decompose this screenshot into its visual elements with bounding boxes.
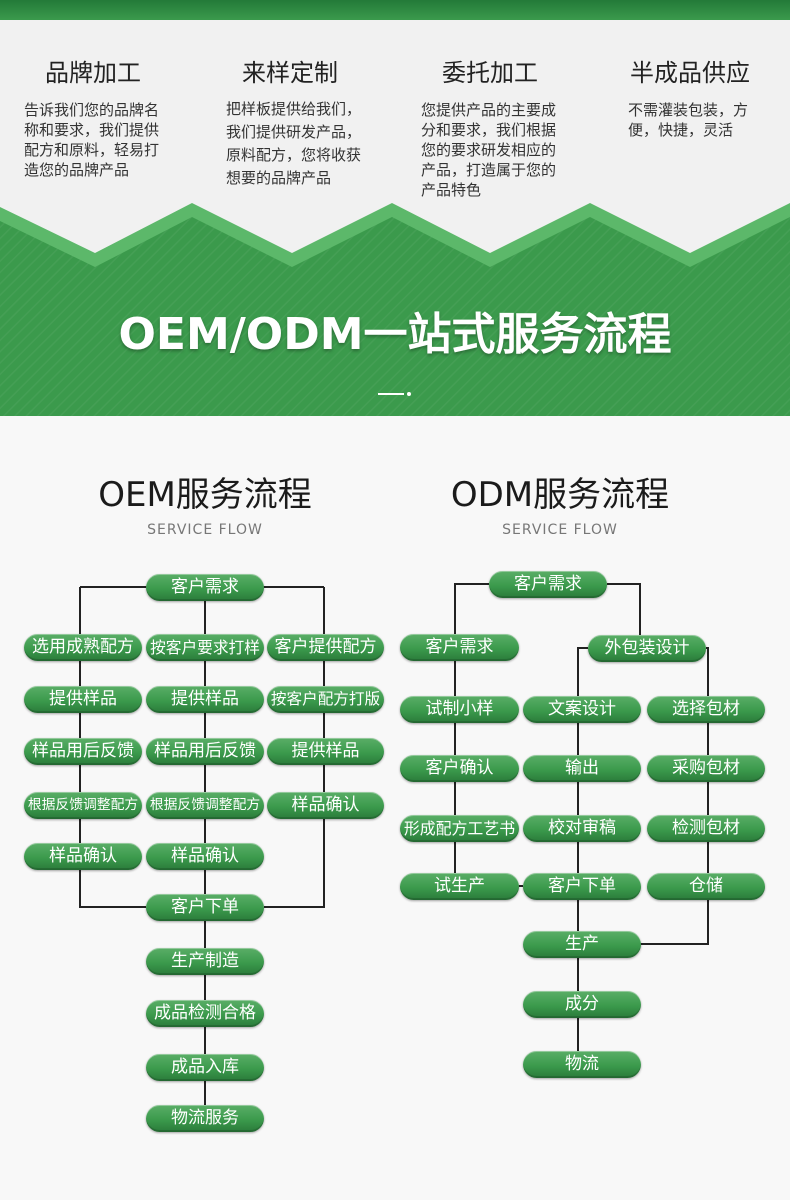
- oem-left-step-sample-feedback: 样品用后反馈: [24, 738, 142, 765]
- banner-divider: [378, 393, 404, 395]
- oem-step-customer-demand: 客户需求: [146, 574, 264, 601]
- oem-mid-step-sample-confirm: 样品确认: [146, 843, 264, 870]
- oem-left-step-provide-sample: 提供样品: [24, 686, 142, 713]
- service-desc-line: 您的要求研发相应的: [421, 141, 557, 159]
- service-desc-line: 您提供产品的主要成: [421, 101, 557, 119]
- oem-step-production: 生产制造: [146, 948, 264, 975]
- banner-texture: [0, 217, 790, 416]
- oem-right-step-sample-confirm: 样品确认: [267, 792, 384, 819]
- green-banner-band: [0, 203, 790, 416]
- odm-formula-step-trial-sample: 试制小样: [400, 696, 519, 723]
- odm-step-customer-demand: 客户需求: [489, 571, 607, 598]
- oem-flow-subtitle: SERVICE FLOW: [147, 522, 263, 538]
- odm-material-step-select: 选择包材: [647, 696, 765, 723]
- odm-connector-left: [454, 583, 489, 886]
- oem-step-warehousing: 成品入库: [146, 1054, 264, 1081]
- oem-step-quality-inspection: 成品检测合格: [146, 1000, 264, 1027]
- service-desc-line: 告诉我们您的品牌名: [24, 101, 160, 119]
- odm-flow-title: ODM服务流程: [450, 475, 670, 515]
- odm-step-logistics: 物流: [523, 1051, 641, 1078]
- oem-mid-step-adjust-formula: 根据反馈调整配方: [146, 792, 264, 819]
- service-desc-line: 把样板提供给我们，: [226, 100, 362, 118]
- service-desc-line: 分和要求，我们根据: [421, 121, 557, 139]
- service-desc-semi-finished-supply: 不需灌装包装，方 便，快捷，灵活: [628, 100, 748, 140]
- odm-formula-step-trial-production: 试生产: [400, 873, 519, 900]
- banner-divider-dot: [407, 392, 411, 396]
- oem-left-step-sample-confirm: 样品确认: [24, 843, 142, 870]
- odm-step-place-order: 客户下单: [523, 873, 641, 900]
- odm-copy-step-proofreading: 校对审稿: [523, 815, 641, 842]
- service-desc-sample-customization: 把样板提供给我们， 我们提供研发产品， 原料配方，您将收获 想要的品牌产品: [226, 98, 361, 190]
- oem-right-step-client-formula: 客户提供配方: [267, 634, 384, 661]
- odm-step-production: 生产: [523, 931, 641, 958]
- odm-formula-step-customer-confirm: 客户确认: [400, 755, 519, 782]
- service-desc-line: 我们提供研发产品，: [226, 123, 362, 141]
- service-desc-line: 不需灌装包装，方: [628, 101, 749, 119]
- oem-mid-step-sample-feedback: 样品用后反馈: [146, 738, 264, 765]
- service-desc-line: 原料配方，您将收获: [226, 146, 362, 164]
- odm-copy-step-output: 输出: [523, 755, 641, 782]
- oem-step-place-order: 客户下单: [146, 894, 264, 921]
- odm-material-step-storage: 仓储: [647, 873, 765, 900]
- oem-mid-step-custom-sampling: 按客户要求打样: [146, 634, 264, 661]
- odm-material-step-purchase: 采购包材: [647, 755, 765, 782]
- banner-title: OEM/ODM一站式服务流程: [118, 309, 672, 360]
- service-desc-line: 称和要求，我们提供: [24, 121, 160, 139]
- oem-right-step-formula-proofing: 按客户配方打版: [267, 686, 384, 713]
- service-desc-brand-processing: 告诉我们您的品牌名 称和要求，我们提供 配方和原料，轻易打 造您的品牌产品: [24, 100, 159, 180]
- odm-formula-step-customer-demand: 客户需求: [400, 634, 519, 661]
- service-desc-line: 便，快捷，灵活: [628, 121, 734, 139]
- service-title-brand-processing: 品牌加工: [45, 59, 141, 87]
- odm-flow-subtitle: SERVICE FLOW: [502, 522, 618, 538]
- service-desc-contract-processing: 您提供产品的主要成 分和要求，我们根据 您的要求研发相应的 产品，打造属于您的 …: [421, 100, 556, 200]
- service-desc-line: 产品，打造属于您的: [421, 161, 557, 179]
- service-desc-line: 产品特色: [421, 181, 482, 199]
- oem-mid-step-provide-sample: 提供样品: [146, 686, 264, 713]
- oem-step-logistics: 物流服务: [146, 1105, 264, 1132]
- service-desc-line: 想要的品牌产品: [226, 169, 332, 187]
- oem-right-step-provide-sample: 提供样品: [267, 738, 384, 765]
- service-title-contract-processing: 委托加工: [442, 59, 538, 87]
- odm-step-ingredients: 成分: [523, 991, 641, 1018]
- service-title-semi-finished-supply: 半成品供应: [630, 59, 750, 87]
- service-title-sample-customization: 来样定制: [242, 59, 338, 87]
- odm-connector-copy-trunk: [577, 647, 588, 1064]
- odm-connector-materials: [640, 647, 709, 945]
- odm-material-step-inspect: 检测包材: [647, 815, 765, 842]
- odm-copy-step-copywriting: 文案设计: [523, 696, 641, 723]
- service-desc-line: 造您的品牌产品: [24, 161, 130, 179]
- oem-left-step-adjust-formula: 根据反馈调整配方: [24, 792, 142, 819]
- oem-left-step-mature-formula: 选用成熟配方: [24, 634, 142, 661]
- odm-connector-to-packaging: [607, 583, 641, 635]
- oem-flow-title: OEM服务流程: [98, 475, 312, 515]
- service-desc-line: 配方和原料，轻易打: [24, 141, 160, 159]
- top-green-bar: [0, 0, 790, 20]
- odm-step-packaging-design: 外包装设计: [588, 635, 706, 662]
- odm-formula-step-process-spec: 形成配方工艺书: [400, 815, 519, 842]
